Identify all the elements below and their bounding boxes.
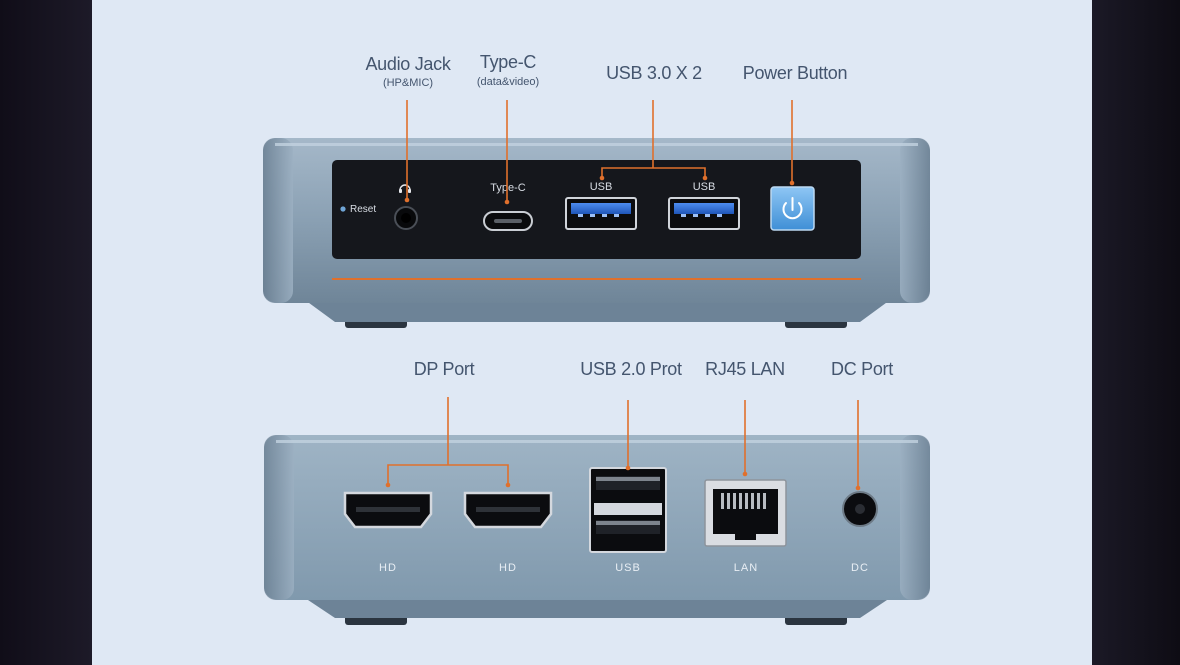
usb-right-panel-label: USB xyxy=(693,181,716,193)
front-callout-lines xyxy=(406,100,793,200)
reset-label: Reset xyxy=(350,204,376,215)
usb2-label: USB xyxy=(615,562,641,574)
label-usb2: USB 2.0 Prot xyxy=(580,359,682,379)
back-callout-lines xyxy=(387,397,859,488)
headphone-icon xyxy=(399,184,411,193)
right-letterbox xyxy=(1092,0,1180,665)
label-type-c: Type-C xyxy=(479,52,537,72)
reset-led xyxy=(340,206,346,212)
type-c-panel-label: Type-C xyxy=(490,182,526,194)
front-base xyxy=(305,300,890,322)
label-dp-port: DP Port xyxy=(413,359,475,379)
label-dc-port: DC Port xyxy=(831,359,893,379)
back-unit: HD HD USB LAN DC xyxy=(264,397,930,625)
power-icon xyxy=(782,197,803,220)
lan-label: LAN xyxy=(734,562,758,574)
hd-right-label: HD xyxy=(499,562,517,574)
label-power-button: Power Button xyxy=(742,63,848,83)
front-unit: Reset Type-C USB USB xyxy=(263,100,930,328)
usb-left-panel-label: USB xyxy=(590,181,613,193)
dc-label: DC xyxy=(851,562,869,574)
label-rj45: RJ45 LAN xyxy=(705,359,785,379)
label-audio-jack-sub: (HP&MIC) xyxy=(382,77,434,89)
hd-left-label: HD xyxy=(379,562,397,574)
label-type-c-sub: (data&video) xyxy=(476,76,540,88)
back-base xyxy=(305,598,890,618)
label-audio-jack: Audio Jack xyxy=(365,54,451,74)
left-letterbox xyxy=(0,0,92,665)
label-usb3: USB 3.0 X 2 xyxy=(606,63,702,83)
front-accent-line xyxy=(332,278,861,280)
